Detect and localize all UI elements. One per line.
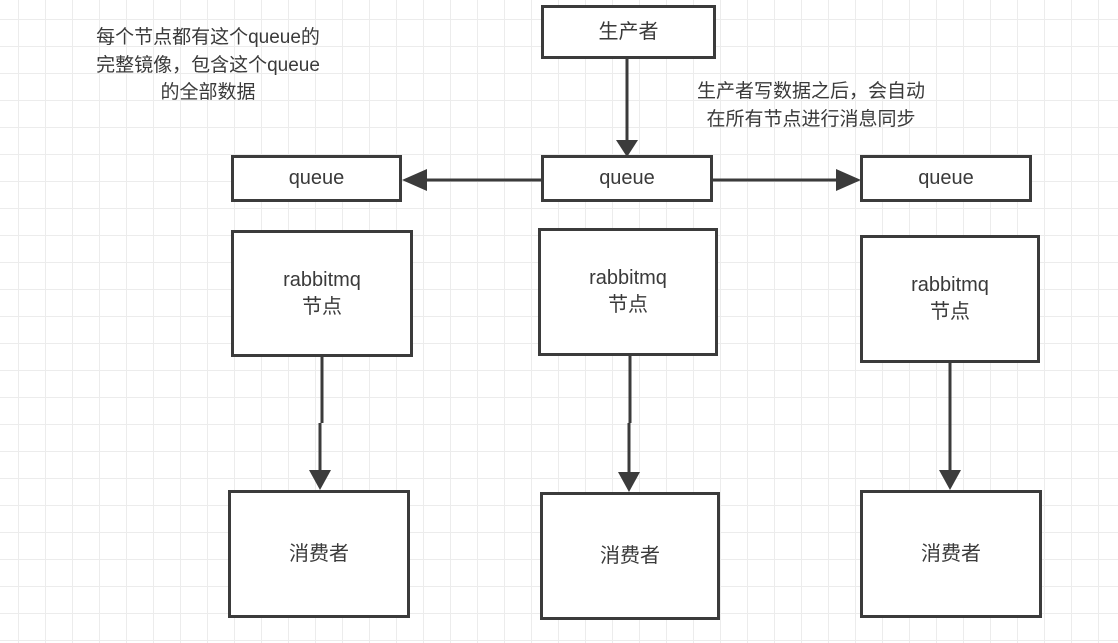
- consumer-label-center: 消费者: [600, 544, 660, 567]
- rabbitmq-node-label-left: rabbitmq 节点: [283, 268, 361, 318]
- consumer-label-right: 消费者: [921, 542, 981, 565]
- rabbitmq-node-label-right: rabbitmq 节点: [911, 274, 989, 323]
- rabbitmq-node-box-left[interactable]: rabbitmq 节点: [231, 230, 413, 357]
- producer-box[interactable]: 生产者: [541, 5, 716, 59]
- queue-box-left[interactable]: queue: [231, 155, 402, 202]
- connector-producer-to-center-queue: [616, 59, 638, 157]
- consumer-box-center[interactable]: 消费者: [540, 492, 720, 620]
- connector-right-node-to-right-consumer: [939, 363, 961, 490]
- consumer-label-left: 消费者: [289, 542, 349, 565]
- queue-label-left: queue: [288, 167, 345, 189]
- connector-center-queue-to-left-queue: [402, 169, 541, 191]
- queue-label-right: queue: [918, 167, 974, 189]
- connector-left-node-to-left-consumer: [309, 357, 331, 490]
- rabbitmq-node-box-center[interactable]: rabbitmq 节点: [538, 228, 718, 356]
- rabbitmq-node-label-center: rabbitmq 节点: [589, 267, 667, 316]
- connector-center-queue-to-right-queue: [713, 169, 861, 191]
- connector-center-node-to-center-consumer: [618, 356, 640, 492]
- queue-label-center: queue: [599, 167, 655, 189]
- annotation-sync-note: 生产者写数据之后，会自动 在所有节点进行消息同步: [696, 81, 925, 130]
- consumer-box-right[interactable]: 消费者: [860, 490, 1042, 618]
- annotation-mirror-note: 每个节点都有这个queue的 完整镜像，包含这个queue 的全部数据: [96, 27, 320, 104]
- queue-box-right[interactable]: queue: [860, 155, 1032, 202]
- producer-label: 生产者: [598, 20, 659, 43]
- consumer-box-left[interactable]: 消费者: [228, 490, 410, 618]
- queue-box-center[interactable]: queue: [541, 155, 713, 202]
- rabbitmq-node-box-right[interactable]: rabbitmq 节点: [860, 235, 1040, 363]
